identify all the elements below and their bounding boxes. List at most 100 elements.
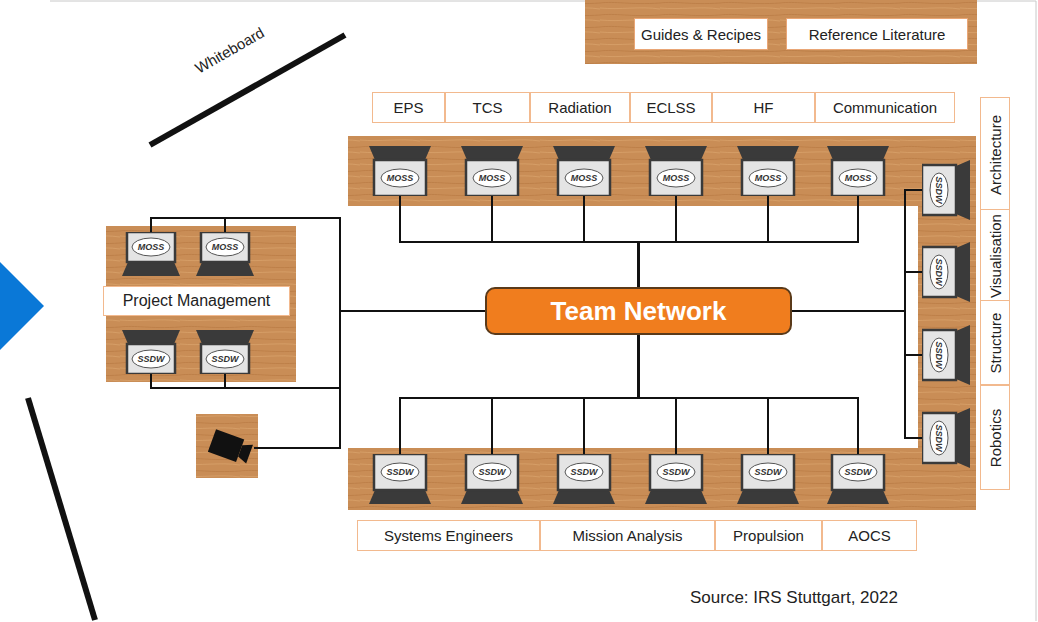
laptop-icon [827,146,889,196]
node-text: TCS [473,99,503,116]
software-logo: SSDW [755,467,782,477]
network-cable [492,196,639,287]
network-cable [639,196,677,287]
software-logo: SSDW [479,467,506,477]
node-text: Robotics [987,408,1004,466]
laptop-station: MOSS [737,146,799,196]
laptop-icon [645,146,707,196]
bookshelf [585,0,977,64]
laptop-icon [922,325,970,385]
network-cable [225,311,485,388]
station-label: Propulsion [715,520,822,551]
team-label: Project Management [103,286,290,316]
software-logo: SSDW [212,354,239,364]
node-text: ECLSS [646,99,695,116]
network-cable [792,311,922,355]
laptop-station: MOSS [827,146,889,196]
software-logo: SSDW [934,177,944,204]
laptop-icon [369,454,431,504]
source-note: Source: IRS Stuttgart, 2022 [690,588,898,608]
station-label: ECLSS [630,92,712,123]
laptop-station: SSDW [645,454,707,504]
station-label: Mission Analysis [540,520,715,551]
software-logo: MOSS [755,173,782,183]
desk [106,226,296,382]
software-logo: MOSS [387,173,414,183]
station-label: HF [712,92,815,123]
station-label: TCS [445,92,530,123]
laptop-icon [369,146,431,196]
node-text: Communication [833,99,937,116]
network-cable [400,335,639,454]
laptop-icon [922,160,970,220]
node-text: Structure [987,312,1004,373]
network-cable [639,335,769,454]
laptop-station: MOSS [553,146,615,196]
network-cable [492,335,639,454]
laptop-station: SSDW [737,454,799,504]
software-logo: SSDW [663,467,690,477]
software-logo: SSDW [571,467,598,477]
laptop-icon [122,232,180,276]
blue-arrow [0,262,44,350]
node-text: AOCS [848,527,891,544]
whiteboard [150,35,345,145]
station-label: Communication [815,92,955,123]
station-label: Visualisation [980,209,1010,303]
node-text: Propulsion [733,527,804,544]
network-cable [792,311,922,438]
node-text: Radiation [548,99,611,116]
software-logo: MOSS [571,173,598,183]
network-hub: Team Network [485,287,792,335]
network-cable [584,335,639,454]
network-cable [639,335,859,454]
laptop-station: SSDW [122,330,180,374]
laptop-icon [461,146,523,196]
node-text: HF [754,99,774,116]
station-label: Guides & Recipes [634,18,768,50]
software-logo: SSDW [934,342,944,369]
software-logo: SSDW [934,425,944,452]
laptop-icon [922,408,970,468]
laptop-station: MOSS [122,232,180,276]
whiteboard-label: Whiteboard [192,24,267,77]
station-label: Structure [980,300,1010,385]
network-cable [639,335,677,454]
laptop-station: SSDW [922,242,970,302]
laptop-station: SSDW [827,454,889,504]
node-text: Architecture [987,114,1004,194]
network-cable [639,196,859,287]
node-text: EPS [393,99,423,116]
software-logo: SSDW [138,354,165,364]
station-label: Robotics [980,385,1010,490]
laptop-station: SSDW [922,408,970,468]
station-label: Radiation [530,92,630,123]
network-cable [151,311,485,388]
node-text: Systems Engineers [384,527,513,544]
station-label: AOCS [822,520,917,551]
network-cable [792,272,922,311]
software-logo: MOSS [479,173,506,183]
network-cable [639,196,769,287]
laptop-station: MOSS [461,146,523,196]
node-text: Project Management [123,292,271,310]
software-logo: SSDW [934,259,944,286]
laptop-icon [196,330,254,374]
laptop-icon [645,454,707,504]
node-text: Team Network [551,296,727,327]
node-text: Visualisation [987,214,1004,298]
node-text: Reference Literature [809,26,946,43]
station-label: Systems Engineers [357,520,540,551]
laptop-icon [922,242,970,302]
desk [348,448,920,510]
laptop-station: SSDW [461,454,523,504]
software-logo: SSDW [845,467,872,477]
laptop-icon [827,454,889,504]
laptop-icon [553,454,615,504]
laptop-icon [737,146,799,196]
software-logo: SSDW [387,467,414,477]
laptop-station: MOSS [645,146,707,196]
station-label: Architecture [980,97,1010,212]
laptop-station: SSDW [553,454,615,504]
